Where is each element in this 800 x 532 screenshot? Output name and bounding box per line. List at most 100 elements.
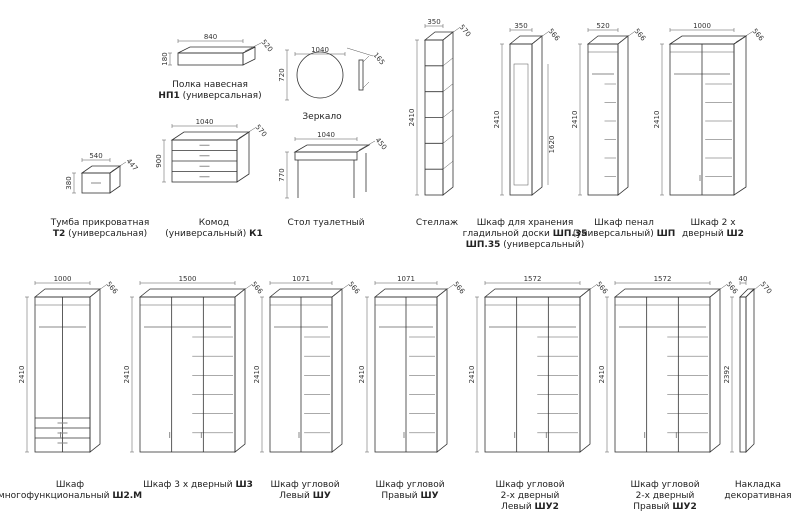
dimension-label: 520	[596, 22, 609, 30]
caption-line2: Правый	[381, 491, 418, 501]
caption-code: ШП.35	[465, 240, 501, 250]
caption-code: НП1	[158, 91, 180, 101]
dimension-label: 840	[204, 33, 217, 41]
dimension-label: 2392	[723, 366, 731, 384]
dimension-label: 720	[278, 68, 286, 81]
caption-line3: Правый	[633, 502, 670, 512]
dimension-label: 40	[739, 275, 748, 283]
caption-table: Стол туалетный	[287, 218, 364, 229]
caption-name: Стеллаж	[415, 218, 459, 228]
caption-shp: Шкаф пенал(универсальный) ШП	[573, 218, 676, 240]
dimension-label: 570	[758, 280, 773, 295]
caption-suffix: (универсальный)	[503, 240, 585, 250]
caption-line2: Левый	[279, 491, 310, 501]
dimension-label: 2410	[358, 366, 366, 384]
caption-code: ШП.35	[552, 229, 588, 239]
caption-code: Ш3	[235, 480, 253, 490]
item-sh2m: 1000 2410 566	[18, 275, 120, 453]
caption-name: Тумба прикроватная	[50, 218, 150, 228]
dimension-label: 566	[546, 27, 561, 43]
item-rack: 350 2410 570	[408, 18, 472, 196]
dimension-label: 1071	[292, 275, 310, 283]
caption-name: Шкаф угловой	[270, 480, 340, 490]
dimension-label: 1620	[548, 136, 556, 154]
caption-name: Стол туалетный	[287, 218, 365, 228]
caption-rack: Стеллаж	[416, 218, 458, 229]
dimension-label: 2410	[653, 111, 661, 129]
caption-suffix: (универсальная)	[182, 91, 262, 101]
item-shp35: 1620 350 2410 566	[493, 22, 562, 196]
dimension-label: 1040	[317, 131, 335, 139]
caption-code: ШП	[656, 229, 676, 239]
caption-line2: (универсальный)	[165, 229, 247, 239]
caption-line2: (универсальный)	[572, 229, 654, 239]
dimension-label: 1572	[654, 275, 672, 283]
dimension-label: 2410	[408, 109, 416, 127]
caption-name: Шкаф угловой	[375, 480, 445, 490]
dimension-label: 2410	[253, 366, 261, 384]
caption-name: Шкаф 3 х дверный	[143, 480, 233, 490]
caption-code: ШУ	[420, 491, 439, 501]
caption-name: Накладка	[734, 480, 782, 490]
caption-suffix: (универсальная)	[68, 229, 148, 239]
dimension-label: 2410	[598, 366, 606, 384]
dimension-label: 566	[104, 280, 119, 296]
caption-code: Т2	[52, 229, 66, 239]
dimension-label: 350	[514, 22, 527, 30]
caption-code: ШУ2	[534, 502, 559, 512]
caption-name: Шкаф	[55, 480, 85, 490]
dimension-label: 566	[249, 280, 264, 296]
item-shu_r: 1071 2410 566	[358, 275, 467, 453]
caption-name: Шкаф пенал	[594, 218, 654, 228]
dimension-label: 1071	[397, 275, 415, 283]
item-sh3: 1500 2410 566	[123, 275, 265, 453]
caption-k1: Комод(универсальный) К1	[165, 218, 263, 240]
item-nak: 40 2392 570	[723, 275, 773, 453]
caption-name: Шкаф 2 х	[690, 218, 736, 228]
caption-line2: 2-х дверный	[500, 491, 560, 501]
caption-line2: многофункциональный	[0, 491, 110, 501]
caption-code: Ш2.М	[112, 491, 143, 501]
dimension-label: 350	[427, 18, 440, 26]
caption-code: ШУ2	[672, 502, 697, 512]
dimension-label: 165	[371, 51, 386, 66]
caption-line2: 2-х дверный	[635, 491, 695, 501]
caption-name: Комод	[198, 218, 230, 228]
dimension-label: 540	[89, 152, 102, 160]
caption-name: Полка навесная	[172, 80, 248, 90]
caption-line2: декоративная	[724, 491, 792, 501]
dimension-label: 570	[457, 23, 472, 38]
dimension-label: 1040	[196, 118, 214, 126]
dimension-label: 2410	[571, 111, 579, 129]
dimension-label: 1500	[179, 275, 197, 283]
dimension-label: 570	[253, 123, 268, 138]
dimension-label: 450	[373, 136, 388, 151]
caption-code: Ш2	[726, 229, 744, 239]
dimension-label: 2410	[493, 111, 501, 129]
caption-name: Шкаф угловой	[495, 480, 565, 490]
dimension-label: 447	[124, 157, 139, 172]
caption-sh3: Шкаф 3 х дверный Ш3	[143, 480, 253, 491]
caption-name: Шкаф угловой	[630, 480, 700, 490]
caption-code: К1	[249, 229, 263, 239]
dimension-label: 1000	[54, 275, 72, 283]
dimension-label: 566	[451, 280, 466, 296]
dimension-label: 566	[750, 27, 765, 43]
dimension-label: 2410	[18, 366, 26, 384]
caption-line2: дверный	[682, 229, 724, 239]
